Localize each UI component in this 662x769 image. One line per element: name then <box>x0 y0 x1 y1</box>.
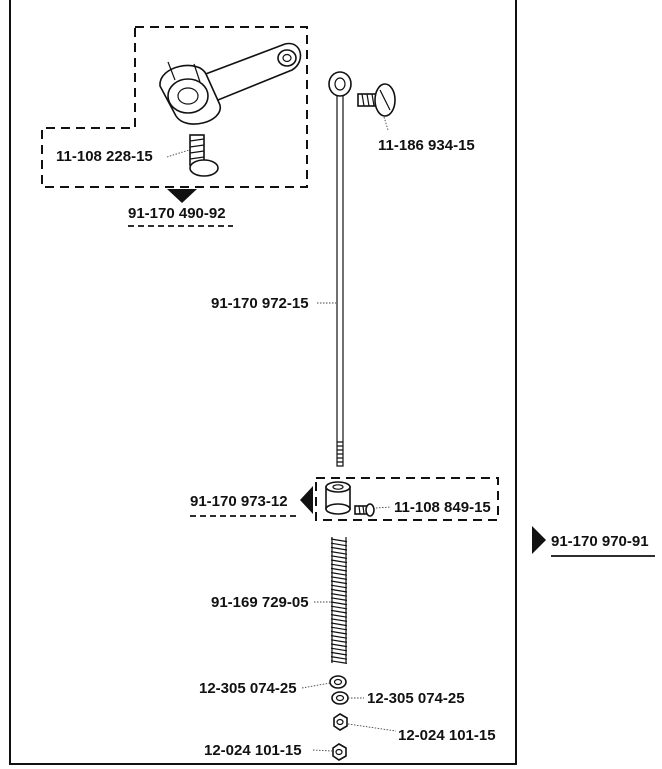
collar-screw-part[interactable] <box>354 503 375 517</box>
spring-number[interactable]: 91-169 729-05 <box>211 594 309 611</box>
collar-assembly-marker <box>300 486 313 514</box>
lever-screw-leader <box>166 149 190 158</box>
lever-assembly-number[interactable]: 91-170 490-92 <box>128 205 226 222</box>
washer-upper-part[interactable] <box>329 675 347 689</box>
rod-part[interactable] <box>328 71 352 467</box>
collar-screw-leader <box>375 506 392 509</box>
nut-lower-leader <box>312 749 333 752</box>
nut-lower-number[interactable]: 12-024 101-15 <box>204 742 302 759</box>
washer-lower-number[interactable]: 12-305 074-25 <box>367 690 465 707</box>
lever-screw-part[interactable] <box>189 134 219 177</box>
lever-screw-number[interactable]: 11-108 228-15 <box>56 148 153 165</box>
lever-arm-part[interactable] <box>159 42 302 125</box>
collar-screw-number[interactable]: 11-108 849-15 <box>394 499 491 516</box>
collar-part[interactable] <box>325 481 351 515</box>
nut-upper-number[interactable]: 12-024 101-15 <box>398 727 496 744</box>
spring-part[interactable] <box>330 537 348 664</box>
nut-lower-part[interactable] <box>332 743 347 761</box>
top-screw-number[interactable]: 11-186 934-15 <box>378 137 475 154</box>
nut-upper-part[interactable] <box>333 713 348 731</box>
washer-upper-number[interactable]: 12-305 074-25 <box>199 680 297 697</box>
washer-lower-part[interactable] <box>331 691 349 705</box>
top-screw-part[interactable] <box>357 83 396 117</box>
assembly-frame <box>9 0 517 765</box>
nut-upper-leader <box>347 723 397 732</box>
outer-assembly-marker <box>532 526 546 554</box>
rod-number[interactable]: 91-170 972-15 <box>211 295 309 312</box>
collar-assembly-number[interactable]: 91-170 973-12 <box>190 493 288 510</box>
lever-assembly-marker <box>167 189 197 203</box>
outer-assembly-number[interactable]: 91-170 970-91 <box>551 533 649 550</box>
top-screw-leader <box>383 116 389 131</box>
washer-upper-leader <box>301 682 331 689</box>
collar-assembly-box <box>315 477 499 521</box>
lever-assembly-box <box>41 26 308 188</box>
